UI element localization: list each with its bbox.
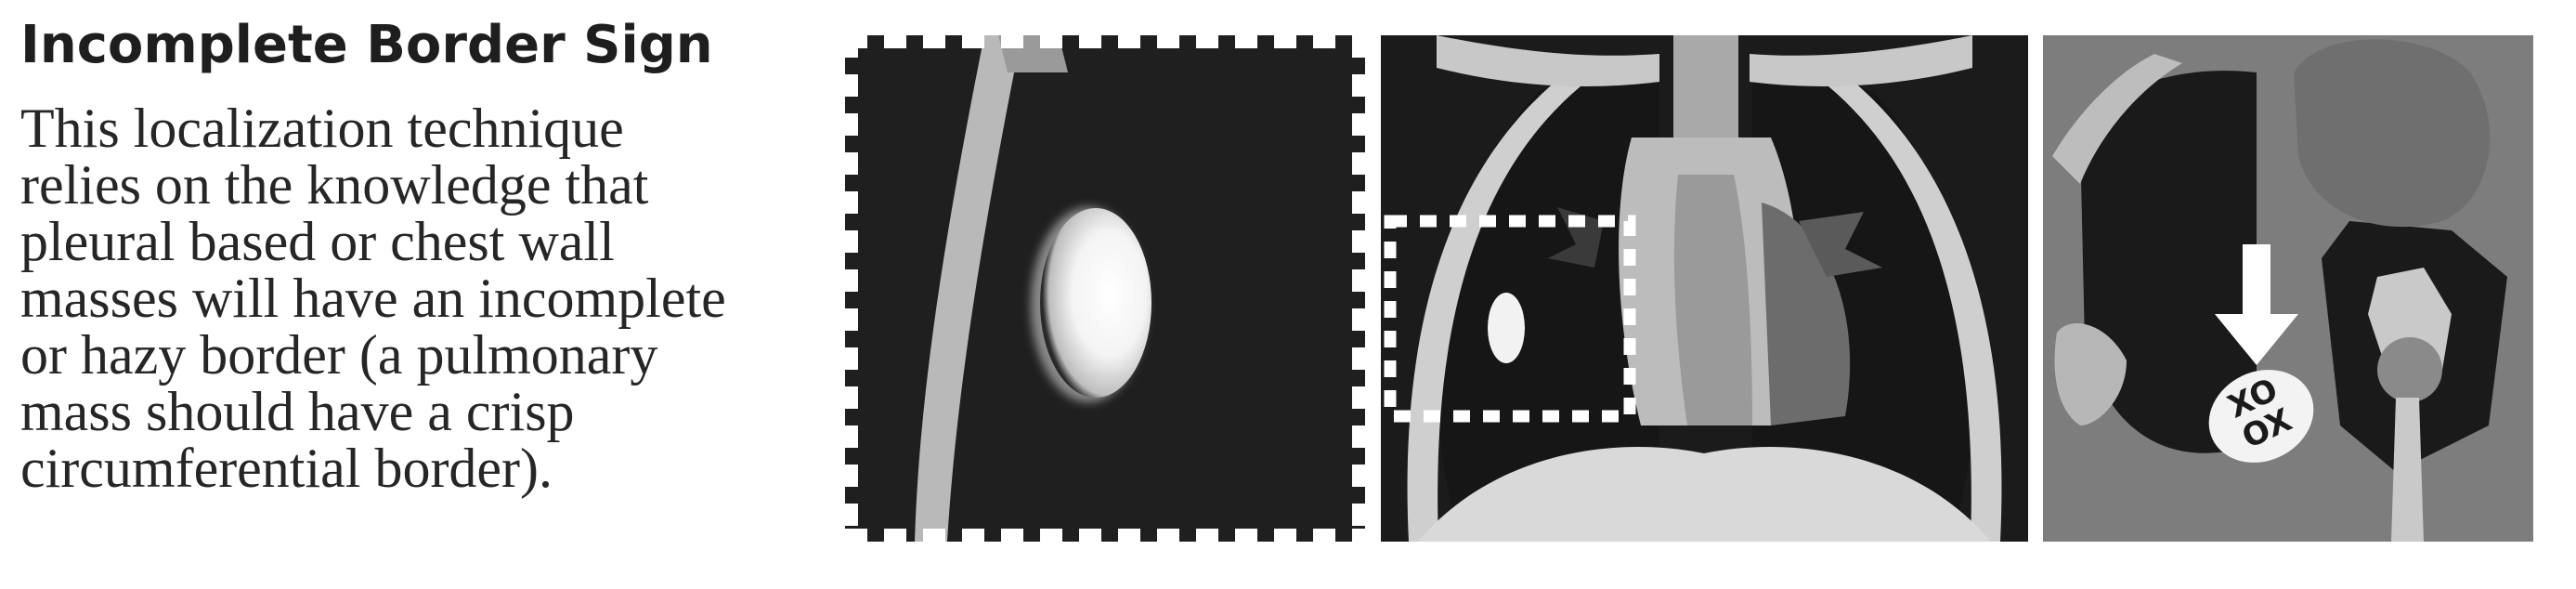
- mass: [1488, 293, 1525, 363]
- vertebral-body: [2377, 337, 2442, 402]
- heart: [1762, 203, 1851, 425]
- mass: [1040, 208, 1151, 398]
- chest-radiograph-panel: [1381, 35, 2028, 542]
- chest-wall: [915, 35, 1021, 542]
- aorta: [1673, 175, 1752, 425]
- description-line: circumferential border).: [20, 438, 553, 499]
- dashed-border: [845, 35, 1365, 542]
- soft-tissue-stripe: [2052, 54, 2182, 184]
- clavicle: [1750, 35, 1972, 86]
- down-arrow-icon: [2215, 244, 2298, 365]
- spinous-process: [2391, 398, 2424, 542]
- dashed-box: [1384, 215, 1636, 423]
- magnified-mass-panel: [845, 35, 1365, 542]
- mass-ct: [2208, 370, 2314, 463]
- diaphragm: [1418, 446, 1991, 542]
- text-column: Incomplete Border Sign This localization…: [20, 13, 828, 497]
- description-paragraph: This localization technique relies on th…: [20, 100, 828, 497]
- description-line: or hazy border (a pulmonary: [20, 324, 658, 386]
- description-line: mass should have a crisp: [20, 381, 575, 442]
- description-line: relies on the knowledge that: [20, 154, 649, 216]
- chest-wall-outline: [1407, 72, 1581, 542]
- page-heading: Incomplete Border Sign: [20, 15, 713, 75]
- chest-wall-outline: [1828, 72, 2002, 542]
- clavicle: [1437, 35, 1659, 86]
- ct-slice-panel: XO OX: [2043, 35, 2533, 542]
- rib-ct: [2054, 323, 2127, 425]
- description-line: masses will have an incomplete: [20, 268, 726, 329]
- hilar-vessels: [1799, 212, 1882, 277]
- hilar-vessels: [1548, 207, 1604, 268]
- aorta-ct: [2294, 39, 2491, 228]
- description-line: pleural based or chest wall: [20, 211, 615, 272]
- description-line: This localization technique: [20, 98, 624, 159]
